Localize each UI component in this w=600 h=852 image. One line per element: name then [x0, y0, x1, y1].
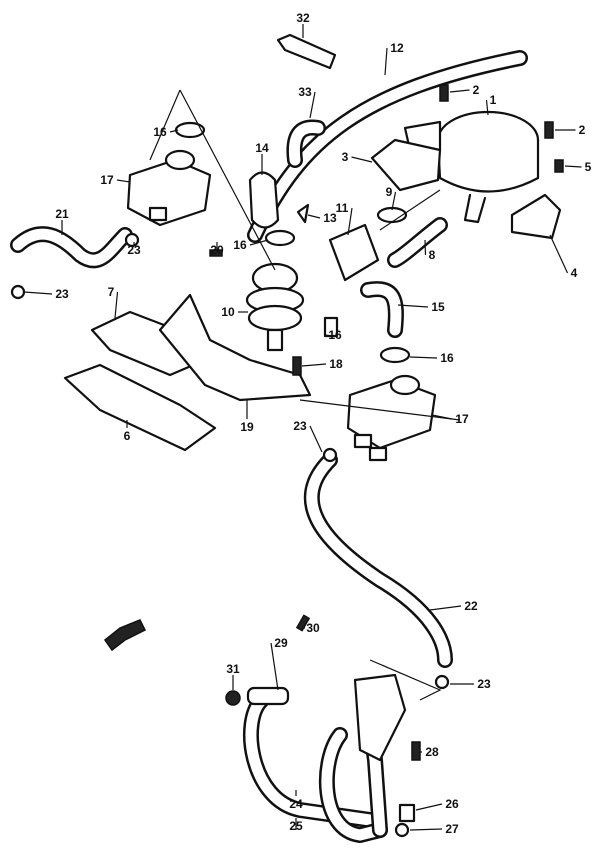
leader-line-18	[301, 363, 327, 367]
part-label-31: 31	[226, 662, 240, 676]
leader-line-26	[415, 803, 443, 811]
part-label-1: 1	[490, 93, 497, 107]
part-label-17: 17	[100, 173, 114, 187]
leader-line-12	[384, 47, 388, 76]
part-label-16: 16	[440, 351, 454, 365]
part-label-26: 26	[445, 797, 459, 811]
leader-line-1	[485, 99, 489, 116]
leader-line-16	[169, 129, 179, 133]
leader-line-4	[549, 234, 569, 274]
leader-line-3	[351, 156, 373, 163]
hose-15	[360, 281, 404, 338]
valve-10	[245, 262, 305, 352]
leader-line-15	[397, 304, 429, 308]
part-label-25: 25	[289, 819, 303, 833]
leader-line-13	[307, 214, 321, 219]
leader-line-17	[116, 179, 131, 183]
part-label-4: 4	[571, 266, 578, 280]
part-label-14: 14	[255, 141, 269, 155]
part-label-21: 21	[55, 207, 69, 221]
part-label-6: 6	[124, 429, 131, 443]
part-label-29: 29	[274, 636, 288, 650]
bracket-6	[63, 363, 217, 452]
leader-line-16	[409, 356, 438, 359]
leader-line-23	[23, 291, 53, 295]
hose-8	[387, 217, 448, 268]
leader-line-17	[431, 414, 453, 420]
part-14	[248, 171, 280, 229]
part-label-23: 23	[477, 677, 491, 691]
part-label-12: 12	[390, 41, 404, 55]
part-label-10: 10	[221, 305, 235, 319]
front-arrow-icon	[103, 619, 147, 652]
leader-line-8	[424, 239, 427, 256]
part-label-27: 27	[445, 822, 459, 836]
part-label-32: 32	[296, 11, 310, 25]
part-label-18: 18	[329, 357, 343, 371]
part-label-15: 15	[431, 300, 445, 314]
part-label-16: 16	[153, 125, 167, 139]
part-label-33: 33	[298, 85, 312, 99]
leader-line-16	[249, 239, 269, 246]
leader-line-16	[324, 334, 332, 337]
leader-line-29	[270, 642, 279, 691]
part-label-16: 16	[233, 238, 247, 252]
part-label-11: 11	[336, 201, 349, 215]
hose-33	[286, 119, 326, 168]
reference-lines	[149, 89, 461, 701]
part-label-2: 2	[579, 123, 586, 137]
pipe-flange	[353, 673, 407, 762]
part-label-7: 7	[108, 285, 115, 299]
reed-valve-17-upper	[126, 149, 212, 227]
leader-line-2	[449, 89, 470, 93]
part-label-22: 22	[464, 599, 478, 613]
part-label-30: 30	[306, 621, 320, 635]
reed-valve-17-lower	[346, 374, 437, 462]
bracket-32	[276, 33, 337, 70]
leader-lines	[23, 24, 582, 831]
part-label-23: 23	[127, 243, 141, 257]
hose-22	[303, 452, 453, 668]
part-label-2: 2	[473, 83, 480, 97]
clamps	[10, 121, 450, 838]
part-label-28: 28	[425, 745, 439, 759]
part-label-8: 8	[429, 248, 436, 262]
leader-line-9	[391, 191, 397, 211]
part-label-23: 23	[55, 287, 69, 301]
part-label-16: 16	[328, 328, 342, 342]
part-label-13: 13	[323, 211, 337, 225]
leader-line-7	[114, 291, 119, 319]
gasket-29	[246, 686, 290, 706]
part-label-5: 5	[585, 160, 592, 174]
air-cleaner-1	[403, 110, 540, 224]
leader-line-5	[564, 165, 582, 168]
bolts	[209, 84, 564, 761]
leader-line-11	[347, 207, 353, 236]
bracket-11	[328, 223, 380, 282]
hose-21	[10, 226, 133, 269]
part-label-17: 17	[455, 412, 469, 426]
part-label-20: 20	[210, 243, 224, 257]
bracket-3	[370, 138, 442, 192]
part-label-3: 3	[342, 150, 349, 164]
part-label-9: 9	[386, 185, 393, 199]
part-label-23: 23	[293, 419, 307, 433]
leader-line-33	[309, 91, 316, 119]
parts	[10, 33, 564, 843]
part-label-24: 24	[289, 797, 303, 811]
bracket-4	[510, 193, 562, 240]
leader-line-22	[429, 605, 462, 611]
leader-line-23	[309, 425, 323, 453]
part-label-19: 19	[240, 420, 254, 434]
leader-line-27	[409, 828, 443, 831]
